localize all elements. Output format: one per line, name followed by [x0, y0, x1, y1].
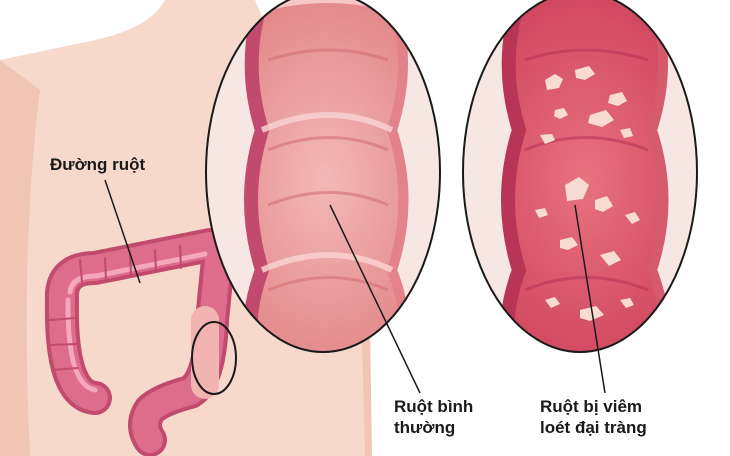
label-ulcer-line2: loét đại tràng [540, 417, 647, 438]
label-normal-intestine: Ruột bình thường [394, 396, 473, 438]
label-ulcerative-colitis: Ruột bị viêm loét đại tràng [540, 396, 647, 438]
ulcer-intestine-view [460, 0, 710, 370]
label-normal-line1: Ruột bình [394, 396, 473, 417]
label-intestine: Đường ruột [50, 154, 145, 175]
label-ulcer-line1: Ruột bị viêm [540, 396, 647, 417]
label-normal-line2: thường [394, 417, 473, 438]
